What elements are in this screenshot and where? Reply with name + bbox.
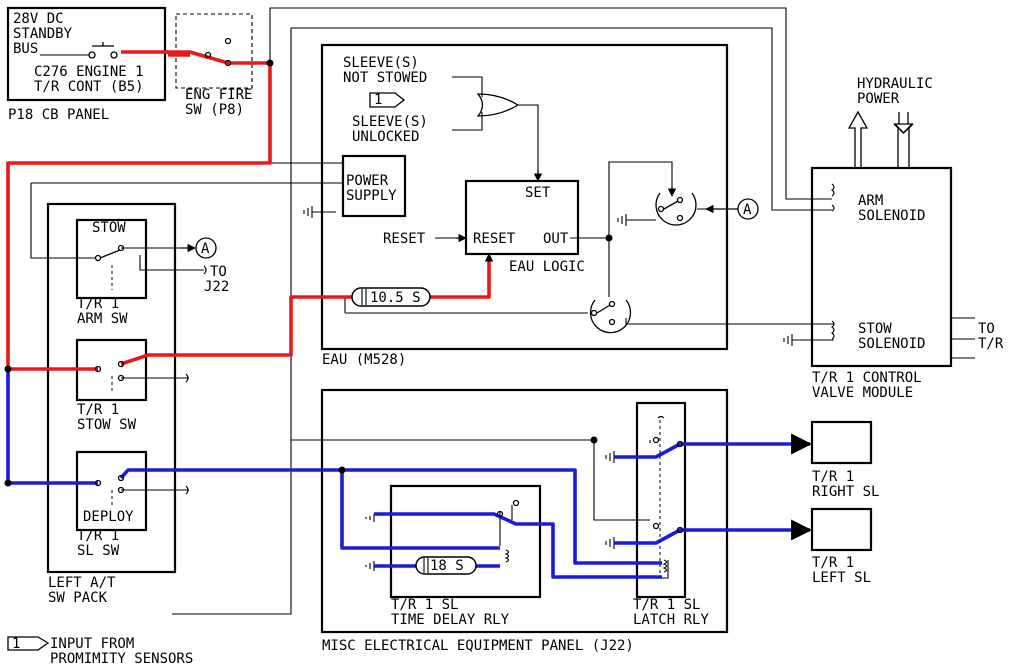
p18-cb-panel: 28V DC STANDBY BUS C276 ENGINE 1 T/R CON…	[6, 6, 167, 123]
eng-fire-switch: ENG FIRE SW (P8)	[175, 13, 253, 118]
fire-sw-label-1: ENG FIRE	[185, 87, 252, 103]
eau-labels: SLEEVE(S) NOT STOWED 1 SLEEVE(S) UNLOCKE…	[343, 55, 585, 306]
connector-a-right: A	[743, 202, 752, 218]
reset-label: RESET	[383, 231, 426, 247]
logic-set: SET	[525, 185, 551, 201]
eau-timer: 10.5 S	[370, 290, 421, 306]
legend-number: 1	[12, 636, 20, 652]
left-sl-2: LEFT SL	[812, 570, 871, 586]
arm-sw-2: ARM SW	[77, 311, 128, 327]
sw-pack-name-1: LEFT A/T	[48, 575, 116, 591]
deploy-position-label: DEPLOY	[83, 509, 134, 525]
misc-labels: 18 S T/R 1 SL TIME DELAY RLY T/R 1 SL LA…	[391, 469, 879, 628]
arm-solenoid-2: SOLENOID	[858, 208, 925, 224]
red-power-path	[6, 50, 491, 371]
thin-wiring	[30, 7, 975, 615]
connector-a-left: A	[201, 241, 210, 257]
sleeve-not-stowed-2: NOT STOWED	[343, 70, 427, 86]
power-supply-2: SUPPLY	[346, 188, 397, 204]
latch-1: T/R 1 SL	[633, 597, 700, 613]
stow-solenoid-1: STOW	[858, 321, 892, 337]
logic-reset-in: RESET	[473, 231, 516, 247]
breaker-label-2: T/R CONT (B5)	[34, 79, 144, 95]
legend-text-2: PROMIMITY SENSORS	[50, 651, 193, 667]
eau-box: EAU (M528)	[320, 43, 729, 368]
misc-panel-name: MISC ELECTRICAL EQUIPMENT PANEL (J22)	[322, 638, 634, 654]
legend-text-1: INPUT FROM	[50, 636, 134, 652]
left-sl-1: T/R 1	[812, 555, 854, 571]
valve-module-box: T/R 1 CONTROL VALVE MODULE	[810, 166, 953, 401]
time-delay-1: T/R 1 SL	[391, 597, 458, 613]
valve-module-name-2: VALVE MODULE	[812, 385, 913, 401]
logic-out: OUT	[543, 231, 569, 247]
power-supply-1: POWER	[346, 173, 389, 189]
stow-position-label: STOW	[92, 220, 126, 236]
stow-sw-2: STOW SW	[77, 417, 137, 433]
sleeve-not-stowed-1: SLEEVE(S)	[343, 55, 419, 71]
logic-name: EAU LOGIC	[509, 259, 585, 275]
to-j22-1: TO	[210, 264, 227, 280]
cb-panel-name: P18 CB PANEL	[8, 107, 109, 123]
misc-panel-box: MISC ELECTRICAL EQUIPMENT PANEL (J22)	[320, 388, 729, 654]
sleeve-unlocked-2: UNLOCKED	[352, 129, 419, 145]
arm-solenoid-1: ARM	[858, 193, 883, 209]
right-sl-1: T/R 1	[812, 469, 854, 485]
bus-label-3: BUS	[13, 41, 38, 57]
breaker-label-1: C276 ENGINE 1	[34, 64, 144, 80]
sw-pack-labels: STOW T/R 1 ARM SW T/R 1 STOW SW DEPLOY T…	[77, 220, 137, 559]
sl-sw-2: SL SW	[77, 543, 120, 559]
bus-label-2: STANDBY	[13, 26, 73, 42]
bus-label-1: 28V DC	[13, 11, 64, 27]
sw-pack-name-2: SW PACK	[48, 590, 108, 606]
hydraulic-2: POWER	[857, 91, 900, 107]
misc-timer: 18 S	[430, 558, 464, 574]
to-tr-2: T/R	[978, 336, 1004, 352]
legend: 1 INPUT FROM PROMIMITY SENSORS	[12, 636, 193, 667]
side-labels: A A TO J22 HYDRAULIC POWER ARM SOLENOID …	[201, 76, 1004, 352]
hydraulic-1: HYDRAULIC	[857, 76, 933, 92]
fire-sw-label-2: SW (P8)	[185, 102, 244, 118]
arm-sw-1: T/R 1	[77, 296, 119, 312]
stow-solenoid-2: SOLENOID	[858, 336, 925, 352]
right-sl-2: RIGHT SL	[812, 484, 879, 500]
latch-2: LATCH RLY	[633, 612, 709, 628]
symbols	[4, 37, 914, 651]
sl-sw-1: T/R 1	[77, 528, 119, 544]
eau-flag-number: 1	[374, 92, 382, 108]
to-tr-1: TO	[978, 321, 995, 337]
stow-sw-1: T/R 1	[77, 402, 119, 418]
valve-module-name-1: T/R 1 CONTROL	[812, 370, 922, 386]
sleeve-unlocked-1: SLEEVE(S)	[352, 114, 428, 130]
blue-sl-path	[6, 369, 810, 579]
eau-name: EAU (M528)	[322, 352, 406, 368]
to-j22-2: J22	[204, 279, 229, 295]
time-delay-2: TIME DELAY RLY	[391, 612, 510, 628]
